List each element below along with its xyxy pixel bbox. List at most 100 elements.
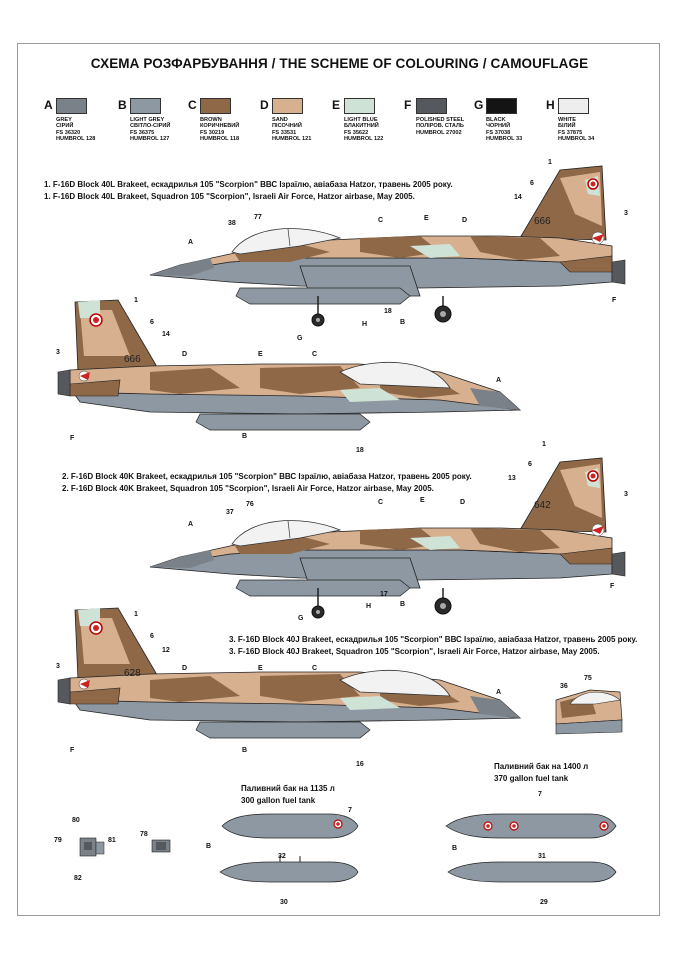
callout-a-p2: A <box>188 521 193 528</box>
swatch-color-box <box>200 98 231 114</box>
callout-37-p2: 37 <box>226 509 234 516</box>
callout-f-left: F <box>70 435 75 442</box>
callout-6: 6 <box>530 180 534 187</box>
caption-1-en: 1. F-16D Block 40L Brakeet, Squadron 105… <box>44 192 415 201</box>
caption-3-en: 3. F-16D Block 40J Brakeet, Squadron 105… <box>229 647 600 656</box>
tank-1400-label-ua: Паливний бак на 1400 л <box>494 762 589 771</box>
callout-d-p2l: D <box>182 665 187 672</box>
callout-6-p2: 6 <box>528 461 532 468</box>
callout-c-left: C <box>312 351 317 358</box>
callout-c: C <box>378 217 383 224</box>
callout-80: 80 <box>72 817 80 824</box>
swatch-letter: A <box>44 98 53 112</box>
callout-75: 75 <box>584 675 592 682</box>
callout-b-p2l: B <box>242 747 247 754</box>
callout-b: B <box>400 319 405 326</box>
callout-1-p2l: 1 <box>134 611 138 618</box>
callout-b-tank2: B <box>452 845 457 852</box>
callout-f-p2l: F <box>70 747 75 754</box>
callout-1-left: 1 <box>134 297 138 304</box>
swatch-letter: G <box>474 98 484 112</box>
callout-f-p2: F <box>610 583 615 590</box>
callout-12-p2l: 12 <box>162 647 170 654</box>
sheet-border <box>17 43 660 916</box>
callout-a: A <box>188 239 193 246</box>
swatch-color-box <box>272 98 303 114</box>
tank-1400-label-en: 370 gallon fuel tank <box>494 774 569 783</box>
callout-e-left: E <box>258 351 263 358</box>
callout-3-p2: 3 <box>624 491 628 498</box>
callout-g-p2: G <box>298 615 304 622</box>
nose-detail <box>555 689 623 735</box>
callout-1: 1 <box>548 159 552 166</box>
callout-7-tank2: 7 <box>538 791 542 798</box>
swatch-letter: H <box>546 98 555 112</box>
callout-h-p2: H <box>366 603 371 610</box>
swatch-letter: C <box>188 98 197 112</box>
callout-32: 32 <box>278 853 286 860</box>
caption-2-ua: 2. F-16D Block 40K Brakeet, ескадрилья 1… <box>62 472 472 481</box>
fuel-tank-300-gallon <box>219 813 359 883</box>
callout-78: 78 <box>140 831 148 838</box>
tank-1135-label-en: 300 gallon fuel tank <box>241 796 316 805</box>
callout-g: G <box>297 335 303 342</box>
callout-77: 77 <box>254 214 262 221</box>
swatch-letter: D <box>260 98 269 112</box>
swatch-letter: F <box>404 98 412 112</box>
caption-3-ua: 3. F-16D Block 40J Brakeet, ескадрилья 1… <box>229 635 638 644</box>
swatch-color-box <box>344 98 375 114</box>
caption-2-en: 2. F-16D Block 40K Brakeet, Squadron 105… <box>62 484 434 493</box>
callout-14-left: 14 <box>162 331 170 338</box>
tank-1135-label-ua: Паливний бак на 1135 л <box>241 784 335 793</box>
callout-79: 79 <box>54 837 62 844</box>
swatch-color-box <box>416 98 447 114</box>
callout-31: 31 <box>538 853 546 860</box>
callout-18-left: 18 <box>356 447 364 454</box>
callout-13-p2: 13 <box>508 475 516 482</box>
profile-1-left <box>57 299 521 431</box>
profile-1-right <box>149 165 626 327</box>
callout-3: 3 <box>624 210 628 217</box>
callout-b-tank1: B <box>206 843 211 850</box>
swatch-letter: B <box>118 98 127 112</box>
callout-d-left: D <box>182 351 187 358</box>
callout-6-p2l: 6 <box>150 633 154 640</box>
callout-3-p2l: 3 <box>56 663 60 670</box>
callout-38: 38 <box>228 220 236 227</box>
swatch-color-box <box>558 98 589 114</box>
gear-detail-right <box>151 839 171 853</box>
callout-82: 82 <box>74 875 82 882</box>
callout-7-tank1: 7 <box>348 807 352 814</box>
callout-h: H <box>362 321 367 328</box>
page-title: СХЕМА РОЗФАРБУВАННЯ / THE SCHEME OF COLO… <box>90 56 589 71</box>
caption-1-ua: 1. F-16D Block 40L Brakeet, ескадрилья 1… <box>44 180 453 189</box>
callout-76-p2: 76 <box>246 501 254 508</box>
callout-d-p2: D <box>460 499 465 506</box>
callout-c-p2: C <box>378 499 383 506</box>
callout-14: 14 <box>514 194 522 201</box>
callout-b-left: B <box>242 433 247 440</box>
swatch-color-box <box>56 98 87 114</box>
tail-number-1: 666 <box>534 216 551 227</box>
callout-30: 30 <box>280 899 288 906</box>
tail-number-1-left: 666 <box>124 354 141 365</box>
callout-29: 29 <box>540 899 548 906</box>
callout-e-p2l: E <box>258 665 263 672</box>
gear-detail-left <box>79 837 105 857</box>
callout-6-left: 6 <box>150 319 154 326</box>
callout-36: 36 <box>560 683 568 690</box>
callout-f: F <box>612 297 617 304</box>
callout-16-p2l: 16 <box>356 761 364 768</box>
swatch-letter: E <box>332 98 341 112</box>
tail-number-2: 642 <box>534 500 551 511</box>
callout-d: D <box>462 217 467 224</box>
